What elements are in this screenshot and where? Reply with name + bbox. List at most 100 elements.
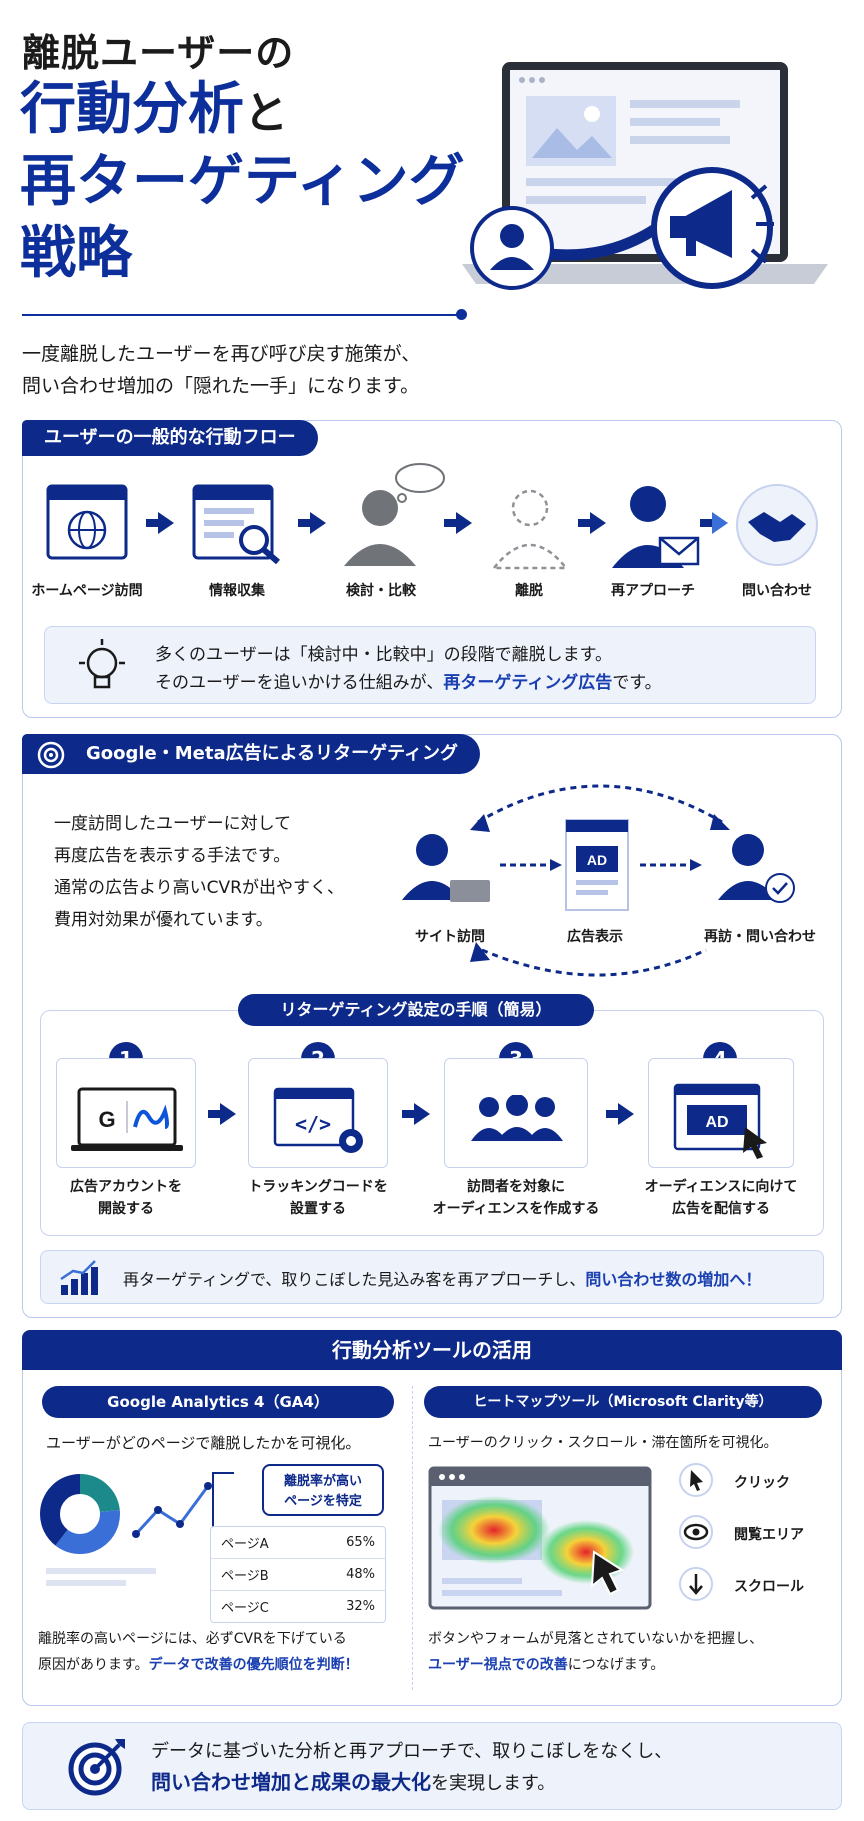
laptop-icon <box>450 880 490 902</box>
target-arrow-icon <box>68 1739 125 1796</box>
retargeting-banner: 再ターゲティングで、取りこぼした見込み客を再アプローチし、問い合わせ数の増加へ！ <box>40 1250 824 1304</box>
heatmap-footer-line: ボタンやフォームが見落とされていないかを把握し、 <box>428 1631 764 1647</box>
behavior-flow-tab: ユーザーの一般的な行動フロー <box>22 420 318 456</box>
step-label-line: トラッキングコードを <box>248 1179 388 1195</box>
footer-line: 問い合わせ増加と成果の最大化を実現します。 <box>151 1767 672 1799</box>
step-arrow-icon <box>402 1103 430 1125</box>
page-title-line3: 再ターゲティング <box>20 149 465 214</box>
step-card: </> <box>248 1058 388 1168</box>
google-g-logo: G <box>98 1107 115 1132</box>
intro-line: 問い合わせ増加の「隠れた一手」になります。 <box>22 375 420 397</box>
step-label-line: 広告アカウントを <box>70 1179 182 1195</box>
audience-group-icon <box>471 1095 563 1141</box>
flow-step-label: 問い合わせ <box>742 583 812 599</box>
flow-step-label: 離脱 <box>515 583 543 599</box>
heatmap-footer-text: ボタンやフォームが見落とされていないかを把握し、 ユーザー視点での改善につなげま… <box>428 1626 828 1678</box>
cursor-icon <box>679 1463 713 1497</box>
ga4-footer-text: 離脱率の高いページには、必ずCVRを下げている 原因があります。データで改善の優… <box>38 1626 404 1678</box>
growth-chart-icon <box>60 1260 98 1295</box>
ga4-footer-prefix: 原因があります。 <box>38 1657 149 1673</box>
ga4-description: ユーザーがどのページで離脱したかを可視化。 <box>46 1434 361 1452</box>
flow-note-suffix: です。 <box>612 673 662 693</box>
cycle-return-label: 再訪・問い合わせ <box>704 929 816 945</box>
title-divider-dot <box>456 309 467 320</box>
page-title-line1: 離脱ユーザーの <box>22 31 295 75</box>
retargeting-description: 一度訪問したユーザーに対して 再度広告を表示する手法です。 通常の広告より高いC… <box>54 808 344 936</box>
heatmap-footer-suffix: につなげます。 <box>567 1657 665 1673</box>
ad-cursor-icon: AD <box>673 1083 767 1159</box>
heatmap-footer-highlight: ユーザー視点での改善 <box>428 1657 568 1673</box>
table-row: ページC 32% <box>211 1591 385 1623</box>
step-label-line: 設置する <box>290 1201 346 1217</box>
step-label-line: 訪問者を対象に <box>467 1179 565 1195</box>
heatmap-footer-line: ユーザー視点での改善につなげます。 <box>428 1652 828 1678</box>
ga4-callout: 離脱率が高い ページを特定 <box>262 1464 384 1516</box>
step-label: 訪問者を対象に オーディエンスを作成する <box>416 1176 616 1220</box>
heatmap-screen-illustration <box>428 1466 652 1610</box>
step-label-line: 広告を配信する <box>672 1201 770 1217</box>
cycle-ad-label: 広告表示 <box>567 929 623 945</box>
desc-line: 通常の広告より高いCVRが出やすく、 <box>54 878 344 898</box>
desc-line: 費用対効果が優れています。 <box>54 910 273 930</box>
heatmap-description: ユーザーのクリック・スクロール・滞在箇所を可視化。 <box>428 1435 778 1451</box>
exit-rate: 65% <box>312 1527 385 1559</box>
globe-browser-icon <box>46 484 128 560</box>
intro-text: 一度離脱したユーザーを再び呼び戻す施策が、 問い合わせ増加の「隠れた一手」になり… <box>22 338 420 402</box>
desc-line: 再度広告を表示する手法です。 <box>54 846 291 866</box>
page-name: ページA <box>211 1527 313 1559</box>
cycle-visit-label: サイト訪問 <box>415 929 485 945</box>
code-glyph: </> <box>295 1112 331 1136</box>
title-em: 行動分析 <box>20 77 244 142</box>
callout-line: ページを特定 <box>284 1494 362 1509</box>
step-ad-badge: AD <box>705 1114 728 1131</box>
footer-text: データに基づいた分析と再アプローチで、取りこぼしをなくし、 問い合わせ増加と成果… <box>151 1737 672 1799</box>
page-name: ページB <box>211 1558 313 1591</box>
ga4-title: Google Analytics 4（GA4） <box>42 1386 394 1418</box>
returning-user-icon <box>732 834 764 866</box>
legend-click-label: クリック <box>734 1475 790 1491</box>
flow-step-label: 再アプローチ <box>611 583 695 599</box>
google-meta-laptop-icon: G <box>71 1087 183 1151</box>
callout-line: 離脱率が高い <box>283 1474 362 1489</box>
flow-note-prefix: そのユーザーを追いかける仕組みが、 <box>155 673 444 693</box>
eye-icon <box>679 1515 713 1549</box>
flow-arrow-icon <box>146 512 174 534</box>
exit-rate: 32% <box>346 1599 375 1614</box>
ga4-footer-highlight: データで改善の優先順位を判断！ <box>148 1657 359 1673</box>
step-label-line: オーディエンスに向けて <box>644 1179 798 1195</box>
title-divider <box>22 314 462 316</box>
setup-steps-title: リターゲティング設定の手順（簡易） <box>238 994 594 1026</box>
thinking-user-icon <box>344 463 445 566</box>
step-label: オーディエンスに向けて 広告を配信する <box>626 1176 816 1220</box>
footer-summary-box: データに基づいた分析と再アプローチで、取りこぼしをなくし、 問い合わせ増加と成果… <box>22 1722 842 1810</box>
flow-arrow-icon <box>298 512 326 534</box>
laptop-megaphone-illustration <box>462 62 828 290</box>
footer-highlight: 問い合わせ増加と成果の最大化 <box>151 1770 431 1794</box>
flow-note-text: 多くのユーザーは「検討中・比較中」の段階で離脱します。 そのユーザーを追いかける… <box>155 641 662 697</box>
flow-note-box: 多くのユーザーは「検討中・比較中」の段階で離脱します。 そのユーザーを追いかける… <box>44 626 816 704</box>
footer-line: データに基づいた分析と再アプローチで、取りこぼしをなくし、 <box>151 1741 673 1762</box>
flow-note-line: そのユーザーを追いかける仕組みが、再ターゲティング広告です。 <box>155 669 662 697</box>
heatmap-title: ヒートマップツール（Microsoft Clarity等） <box>424 1386 822 1418</box>
legend-scroll-label: スクロール <box>734 1579 804 1595</box>
title-suffix: と <box>244 88 288 139</box>
step-card <box>444 1058 588 1168</box>
step-card: G <box>56 1058 196 1168</box>
step-label-line: 開設する <box>98 1201 154 1217</box>
flow-arrow-icon <box>700 512 728 534</box>
step-arrow-icon <box>208 1103 236 1125</box>
ga4-donut-line-chart <box>40 1474 212 1586</box>
step-arrow-icon <box>606 1103 634 1125</box>
document-search-icon <box>192 484 280 564</box>
exit-rate: 48% <box>312 1558 385 1591</box>
page-name: ページC <box>221 1601 269 1616</box>
flow-step-label: 情報収集 <box>209 583 265 599</box>
flow-note-line: 多くのユーザーは「検討中・比較中」の段階で離脱します。 <box>155 645 612 665</box>
user-mail-icon <box>612 486 700 568</box>
step-card: AD <box>648 1058 794 1168</box>
flow-step-label: 検討・比較 <box>346 583 416 599</box>
ga4-footer-line: 原因があります。データで改善の優先順位を判断！ <box>38 1652 404 1678</box>
